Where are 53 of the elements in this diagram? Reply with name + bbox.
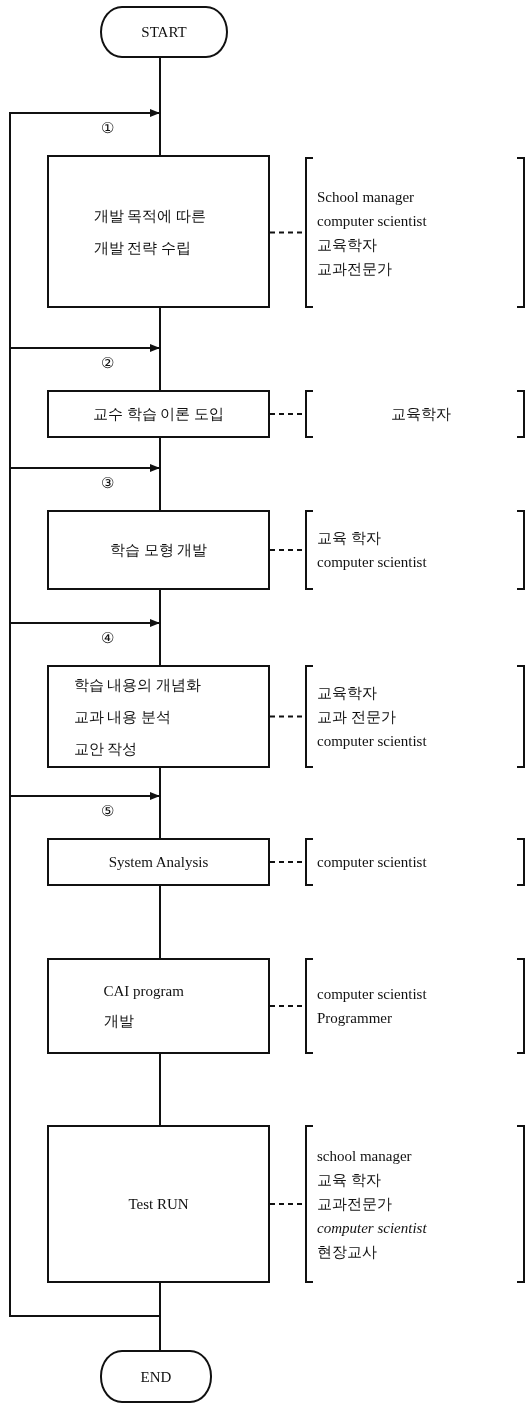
step-text: System Analysis	[108, 853, 209, 872]
role-bracket	[305, 665, 525, 768]
step-text: 학습 내용의 개념화	[73, 675, 202, 695]
flow-line	[159, 1053, 161, 1126]
role-bracket	[305, 838, 525, 886]
role-text: 교과전문가	[317, 1195, 392, 1214]
role-text: computer scientist	[317, 1219, 427, 1238]
role-text: School manager	[317, 187, 415, 207]
feedback-arrow	[9, 792, 161, 1317]
role-text: computer scientist	[317, 553, 427, 572]
step-text: 교수 학습 이론 도입	[92, 405, 225, 424]
role-bracket	[305, 390, 525, 438]
step-text: Test RUN	[128, 1195, 189, 1214]
step-number: ③	[99, 475, 115, 491]
terminal-text: START	[141, 23, 187, 42]
role-text: computer scientist	[317, 853, 427, 872]
process-box	[47, 155, 270, 308]
role-text: 교과전문가	[317, 259, 392, 279]
process-box	[47, 1125, 270, 1283]
role-text: 교육학자	[317, 235, 377, 255]
role-text: computer scientist	[317, 211, 427, 231]
step-number: ④	[99, 630, 115, 646]
step-number: ①	[99, 120, 115, 136]
role-text: school manager	[317, 1147, 412, 1166]
terminal-text: END	[140, 1367, 172, 1387]
role-bracket	[305, 1125, 525, 1283]
terminal-shape	[100, 6, 228, 58]
role-bracket	[305, 958, 525, 1054]
process-box	[47, 510, 270, 590]
role-text: computer scientist	[317, 731, 427, 751]
role-text: 현장교사	[317, 1243, 377, 1262]
role-text: computer scientist	[317, 985, 427, 1004]
process-box	[47, 838, 270, 886]
flow-line	[159, 885, 161, 959]
step-text: 개발 목적에 따른 개발 전략 수립	[93, 206, 207, 258]
role-text: 교육 학자	[317, 529, 381, 548]
step-text: 교과 내용 분석	[73, 707, 172, 727]
step-number: ②	[99, 355, 115, 371]
role-bracket	[305, 510, 525, 590]
process-box	[47, 665, 270, 768]
process-box	[47, 390, 270, 438]
step-text: 교안 작성	[73, 739, 139, 759]
step-number: ⑤	[99, 803, 115, 819]
role-text: Programmer	[317, 1009, 392, 1028]
role-text: 교육학자	[317, 683, 377, 703]
terminal-shape	[100, 1350, 212, 1403]
process-box	[47, 958, 270, 1054]
role-text: 교육 학자	[317, 1171, 381, 1190]
step-text: 학습 모형 개발	[109, 541, 208, 560]
role-bracket	[305, 157, 525, 308]
role-text: 교육학자	[391, 405, 451, 424]
step-text: CAI program 개발	[103, 982, 185, 1031]
role-text: 교과 전문가	[317, 707, 396, 727]
